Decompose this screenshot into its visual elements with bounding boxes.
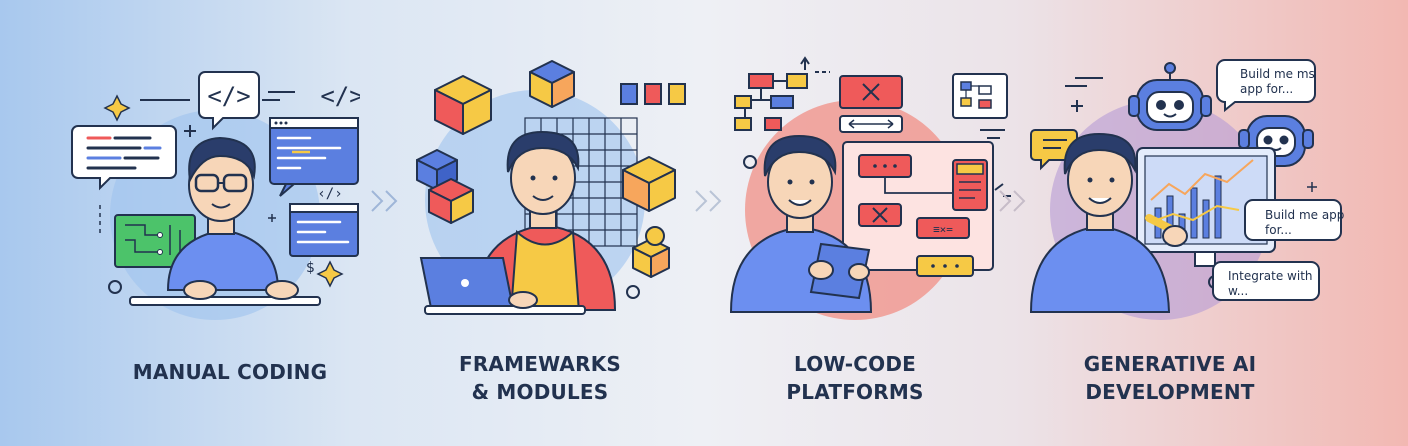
code-tag-icon: </>: [198, 71, 260, 131]
stage-title-line: DEVELOPMENT: [1085, 380, 1255, 404]
stage-title: MANUAL CODING: [110, 358, 350, 386]
frameworks-illustration: [416, 60, 686, 315]
ai-bubble-line: Build me ms: [1240, 67, 1315, 81]
stage-title: LOW-CODE PLATFORMS: [725, 350, 985, 406]
stage-title-line: MANUAL CODING: [132, 360, 328, 384]
code-tag-glyph-right: </>: [320, 82, 360, 110]
ai-chat-bubble: Integrate with w...: [1212, 261, 1320, 301]
generative-ai-illustration: Build me ms app for...: [1029, 59, 1344, 320]
code-tag-glyph: </>: [207, 82, 250, 110]
chevron-right-icon: [999, 190, 1026, 212]
cubes-icon: [416, 60, 676, 278]
stage-frameworks-modules: FRAMEWARKS & MODULES: [405, 0, 705, 446]
low-code-illustration: ≡×=: [729, 56, 1011, 320]
stage-manual-coding: </> </> ‹/› $: [0, 0, 360, 446]
stage-low-code-platforms: ≡×= LOW-CODE PLATFORMS: [725, 0, 1015, 446]
stage-generative-ai-development: Build me ms app for...: [1025, 0, 1408, 446]
ai-bubble-line: for...: [1265, 223, 1292, 237]
chevron-right-icon: [371, 190, 398, 212]
ai-chat-bubble: Build me app for...: [1244, 199, 1344, 241]
stage-title-line: GENERATIVE AI: [1083, 352, 1257, 376]
stage-title-line: FRAMEWARKS: [458, 352, 622, 376]
stage-title-line: PLATFORMS: [786, 380, 924, 404]
ai-bubble-line: app for...: [1240, 82, 1293, 96]
dollar-glyph: $: [306, 260, 315, 276]
stage-title-line: LOW-CODE: [793, 352, 917, 376]
small-code-glyph: ‹/›: [317, 186, 342, 202]
flowchart-icon: [734, 73, 808, 131]
svg-text:≡×=: ≡×=: [933, 223, 953, 236]
ai-bubble-line: Build me app: [1265, 208, 1344, 222]
ai-bubble-line: Integrate with: [1228, 269, 1313, 283]
stage-title-line: & MODULES: [471, 380, 609, 404]
manual-coding-illustration: </> </> ‹/› $: [71, 71, 360, 320]
ai-bubble-line: w...: [1228, 284, 1248, 298]
ai-chat-bubble: Build me ms app for...: [1216, 59, 1316, 113]
robot-icon: [1128, 62, 1212, 131]
stage-title: GENERATIVE AI DEVELOPMENT: [1035, 350, 1305, 406]
chevron-right-icon: [695, 190, 722, 212]
stage-title: FRAMEWARKS & MODULES: [405, 350, 675, 406]
